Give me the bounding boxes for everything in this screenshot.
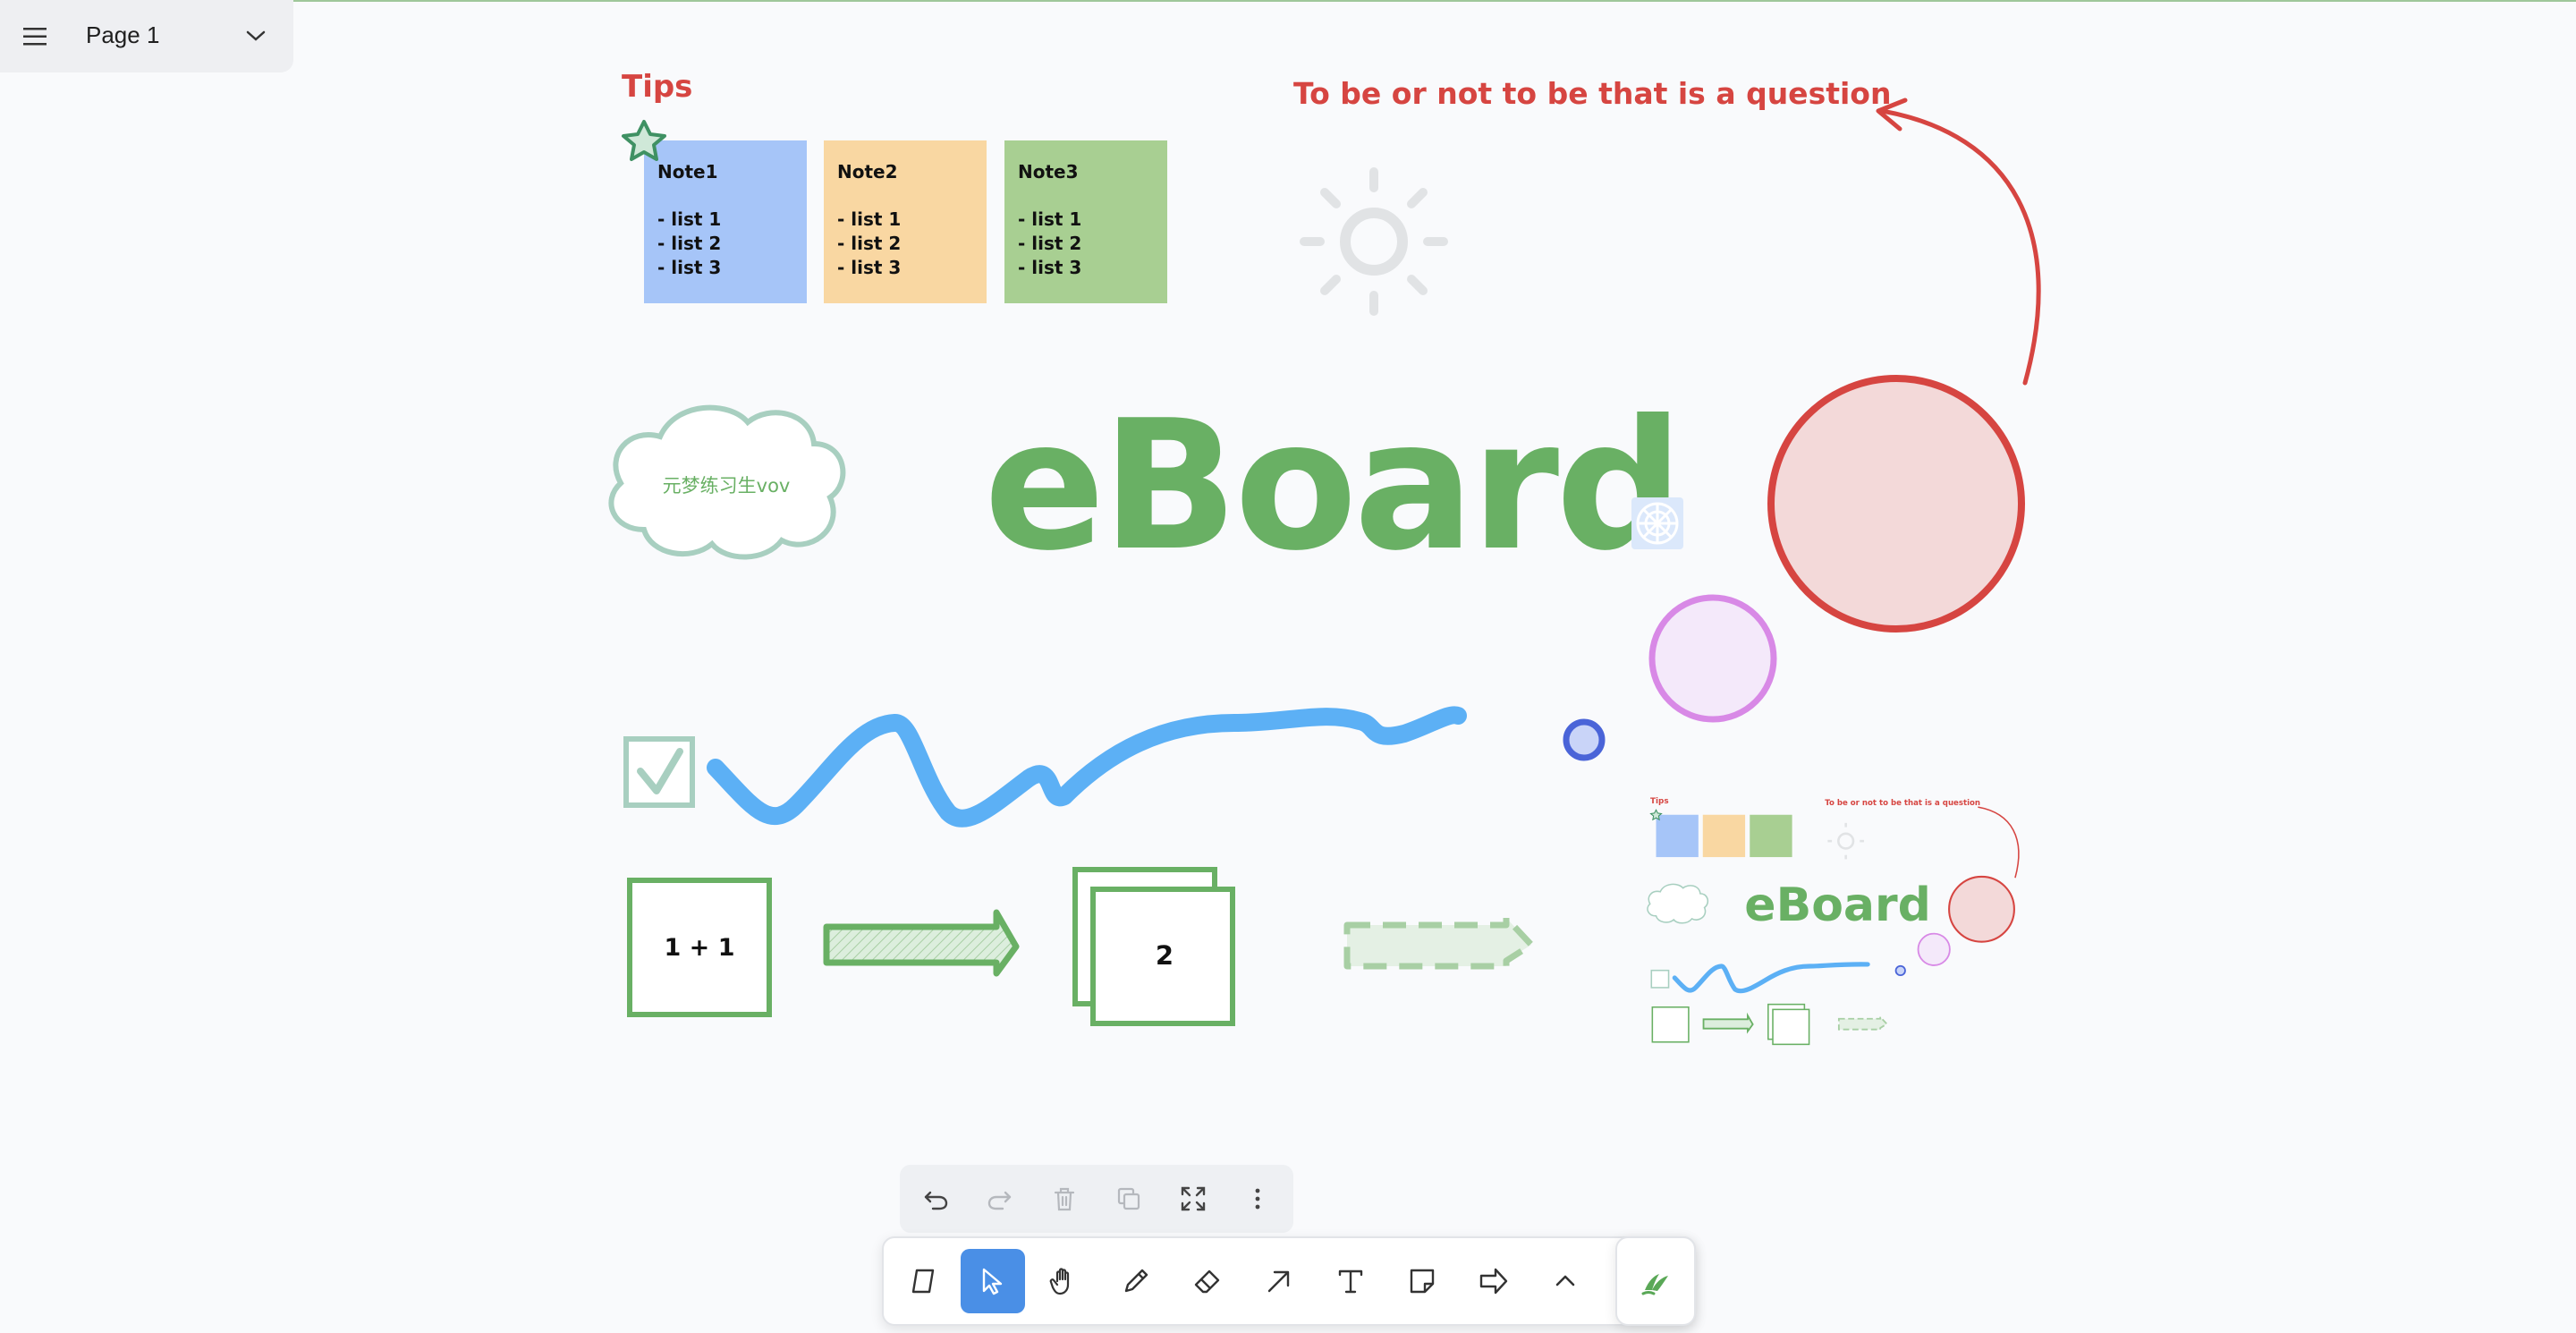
tool-eraser[interactable] bbox=[1175, 1249, 1240, 1313]
freehand-stroke[interactable] bbox=[707, 706, 1467, 828]
more-button[interactable] bbox=[1241, 1183, 1274, 1215]
quote-text[interactable]: To be or not to be that is a question bbox=[1293, 76, 1891, 111]
tool-arrow[interactable] bbox=[1247, 1249, 1311, 1313]
note-item: - list 1 bbox=[837, 208, 901, 230]
text-icon bbox=[1338, 1269, 1363, 1294]
note-item: - list 2 bbox=[837, 233, 901, 254]
note-item: - list 2 bbox=[657, 233, 721, 254]
fit-screen-icon bbox=[1181, 1186, 1206, 1211]
tool-pan[interactable] bbox=[1032, 1249, 1097, 1313]
menu-icon[interactable] bbox=[23, 27, 48, 47]
note-item: - list 3 bbox=[1018, 257, 1081, 278]
web-icon[interactable] bbox=[1631, 497, 1683, 549]
minimap-quote: To be or not to be that is a question bbox=[1825, 799, 1980, 808]
main-toolbar bbox=[882, 1236, 1696, 1326]
minimap-preview[interactable]: Tips To be or not to be that is a questi… bbox=[1647, 797, 2020, 1046]
note-title: Note2 bbox=[837, 161, 898, 183]
redo-icon bbox=[987, 1191, 1012, 1210]
note-item: - list 2 bbox=[1018, 233, 1081, 254]
curved-arrow[interactable] bbox=[1879, 108, 2041, 386]
delete-button[interactable] bbox=[1048, 1183, 1080, 1215]
note-item: - list 1 bbox=[657, 208, 721, 230]
minimap-tips: Tips bbox=[1650, 797, 1669, 806]
tool-select[interactable] bbox=[961, 1249, 1025, 1313]
note-item: - list 3 bbox=[657, 257, 721, 278]
star-icon[interactable] bbox=[622, 120, 666, 161]
redo-button[interactable] bbox=[984, 1183, 1016, 1215]
trash-icon bbox=[1054, 1187, 1075, 1211]
red-circle[interactable] bbox=[1767, 375, 2025, 633]
fit-screen-button[interactable] bbox=[1177, 1183, 1209, 1215]
brush-icon bbox=[1641, 1274, 1668, 1295]
copy-button[interactable] bbox=[1113, 1183, 1145, 1215]
cloud-text: 元梦练习生vov bbox=[663, 475, 791, 497]
action-panel bbox=[900, 1165, 1293, 1233]
tool-shape[interactable] bbox=[891, 1249, 955, 1313]
sun-icon[interactable] bbox=[1300, 167, 1448, 316]
parallelogram-icon bbox=[911, 1269, 935, 1294]
chevron-up-icon bbox=[1555, 1275, 1575, 1286]
checkbox-icon[interactable] bbox=[623, 736, 695, 808]
page-selector[interactable]: Page 1 bbox=[0, 0, 293, 72]
tool-sticky-note[interactable] bbox=[1390, 1249, 1454, 1313]
tips-label[interactable]: Tips bbox=[622, 69, 692, 105]
note-title: Note1 bbox=[657, 161, 718, 183]
purple-circle[interactable] bbox=[1648, 594, 1777, 723]
box-one-label: 1 + 1 bbox=[665, 934, 735, 962]
chevron-down-icon[interactable] bbox=[245, 29, 267, 43]
tool-text[interactable] bbox=[1318, 1249, 1383, 1313]
minimap-logo: eBoard bbox=[1744, 879, 1931, 932]
brush-settings-button[interactable] bbox=[1615, 1236, 1696, 1326]
more-icon bbox=[1255, 1188, 1260, 1210]
note-title: Note3 bbox=[1018, 161, 1079, 183]
hand-icon bbox=[1049, 1268, 1070, 1295]
blue-ring[interactable] bbox=[1563, 718, 1606, 761]
sticky-note-2[interactable]: Note2 - list 1 - list 2 - list 3 bbox=[824, 140, 987, 303]
sticky-note-icon bbox=[1410, 1269, 1435, 1294]
box-two[interactable]: 2 bbox=[1072, 867, 1235, 1026]
page-name[interactable]: Page 1 bbox=[86, 21, 160, 48]
copy-icon bbox=[1117, 1187, 1140, 1210]
cloud-shape[interactable] bbox=[608, 404, 846, 560]
tool-pen[interactable] bbox=[1104, 1249, 1168, 1313]
dashed-arrow[interactable] bbox=[1343, 914, 1535, 970]
box-one-plus-one[interactable]: 1 + 1 bbox=[627, 878, 772, 1017]
undo-button[interactable] bbox=[919, 1183, 952, 1215]
tool-expand[interactable] bbox=[1533, 1249, 1597, 1313]
box-two-label: 2 bbox=[1156, 940, 1174, 971]
hatched-arrow[interactable] bbox=[823, 909, 1020, 977]
eboard-logo-text[interactable]: eBoard bbox=[984, 382, 1683, 590]
pencil-icon bbox=[1124, 1269, 1148, 1293]
arrow-shape-icon bbox=[1479, 1268, 1508, 1295]
top-accent-line bbox=[0, 0, 2576, 2]
undo-icon bbox=[924, 1191, 948, 1210]
arrow-up-right-icon bbox=[1267, 1270, 1290, 1293]
tool-arrow-shape[interactable] bbox=[1462, 1249, 1526, 1313]
eraser-icon bbox=[1194, 1269, 1220, 1294]
sticky-note-1[interactable]: Note1 - list 1 - list 2 - list 3 bbox=[644, 140, 807, 303]
cursor-icon bbox=[982, 1268, 1003, 1295]
note-item: - list 3 bbox=[837, 257, 901, 278]
note-item: - list 1 bbox=[1018, 208, 1081, 230]
arrow-head bbox=[1876, 98, 1908, 132]
sticky-note-3[interactable]: Note3 - list 1 - list 2 - list 3 bbox=[1004, 140, 1167, 303]
